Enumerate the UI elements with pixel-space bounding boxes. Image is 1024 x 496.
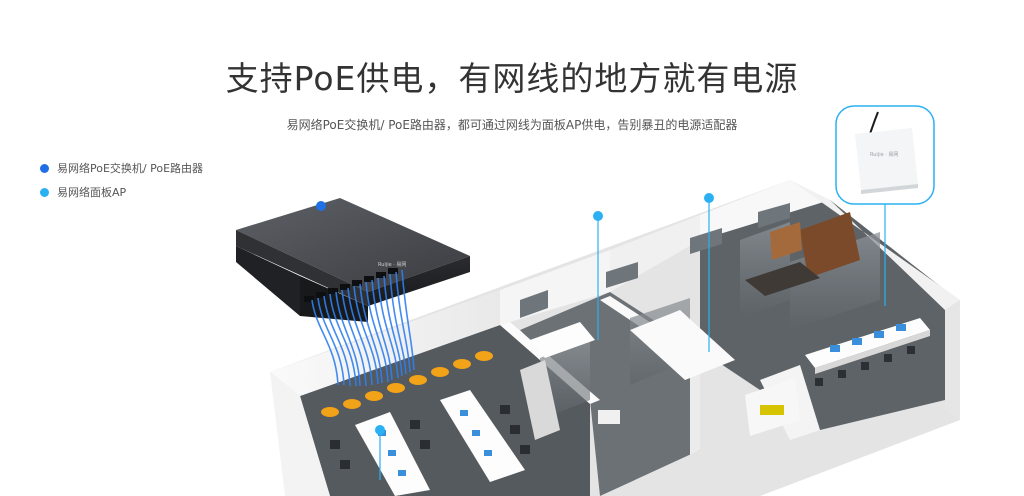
left-office <box>321 351 560 496</box>
poe-switch: Ruijie · 易网 <box>236 198 470 322</box>
legend: 易网络PoE交换机/ PoE路由器 易网络面板AP <box>40 161 203 209</box>
right-desks <box>805 318 930 386</box>
panel-ap-callout: Ruijie · 易网 <box>835 105 935 205</box>
ap-pin-1 <box>375 425 385 480</box>
page-title: 支持PoE供电，有网线的地方就有电源 <box>225 59 799 98</box>
page-subtitle: 易网络PoE交换机/ PoE路由器，都可通过网线为面板AP供电，告别暴丑的电源适… <box>286 118 738 132</box>
legend-label-ap: 易网络面板AP <box>57 186 127 199</box>
ap-pin-3 <box>704 193 714 352</box>
poe-cables <box>311 269 415 387</box>
legend-item-switch: 易网络PoE交换机/ PoE路由器 <box>40 161 203 175</box>
legend-label-switch: 易网络PoE交换机/ PoE路由器 <box>57 162 204 175</box>
ap-brand-label: Ruijie · 易网 <box>870 152 898 158</box>
switch-pin <box>316 201 326 211</box>
meeting-room <box>745 212 860 296</box>
legend-item-ap: 易网络面板AP <box>40 185 203 199</box>
switch-brand-label: Ruijie · 易网 <box>378 262 406 268</box>
middle-desks <box>530 310 800 436</box>
legend-dot-ap <box>40 187 49 197</box>
windows <box>520 203 790 318</box>
ap-pin-2 <box>593 211 603 340</box>
legend-dot-switch <box>40 163 49 173</box>
ap-pins <box>316 193 886 480</box>
